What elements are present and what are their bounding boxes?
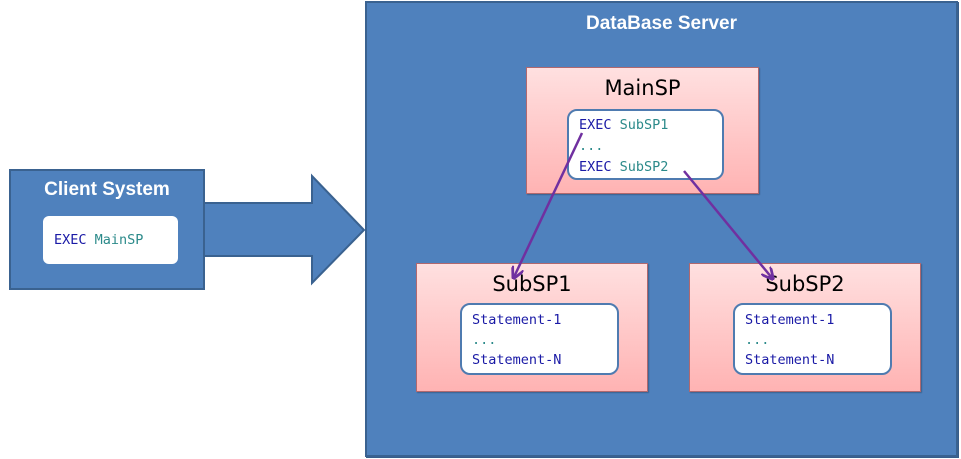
code-line-ellipsis: ... xyxy=(579,138,604,154)
statement-line: Statement-1 xyxy=(472,312,562,328)
subsp2-box: SubSP2 Statement-1 ... Statement-N xyxy=(689,263,921,392)
client-code-line: EXEC MainSP xyxy=(54,232,143,248)
subsp2-code-block: Statement-1 ... Statement-N xyxy=(733,303,892,375)
code-keyword: EXEC xyxy=(579,159,612,175)
subsp1-code-block: Statement-1 ... Statement-N xyxy=(460,303,619,375)
statement-line: Statement-N xyxy=(745,352,835,368)
client-system-box: Client System EXEC MainSP xyxy=(9,169,205,290)
main-sp-code-block: EXEC SubSP1 ... EXEC SubSP2 xyxy=(567,109,724,180)
client-code-block: EXEC MainSP xyxy=(43,216,178,264)
code-line-exec-subsp1: EXEC SubSP1 xyxy=(579,115,712,136)
subsp1-title: SubSP1 xyxy=(492,272,572,296)
statement-line: Statement-N xyxy=(472,352,562,368)
code-line-exec-subsp2: EXEC SubSP2 xyxy=(579,157,712,178)
client-to-server-block-arrow xyxy=(203,173,366,286)
database-server-container: DataBase Server MainSP EXEC SubSP1 ... E… xyxy=(365,1,958,457)
database-server-title: DataBase Server xyxy=(585,13,738,34)
statement-ellipsis: ... xyxy=(745,332,770,348)
code-keyword: EXEC xyxy=(54,232,87,248)
main-sp-box: MainSP EXEC SubSP1 ... EXEC SubSP2 xyxy=(526,67,759,194)
main-sp-title: MainSP xyxy=(604,76,681,100)
code-identifier: SubSP2 xyxy=(619,159,669,175)
subsp1-box: SubSP1 Statement-1 ... Statement-N xyxy=(416,263,648,392)
code-identifier: SubSP1 xyxy=(619,117,669,133)
code-identifier: MainSP xyxy=(94,232,144,248)
client-system-title: Client System xyxy=(44,179,170,200)
code-keyword: EXEC xyxy=(579,117,612,133)
subsp2-title: SubSP2 xyxy=(765,272,845,296)
statement-line: Statement-1 xyxy=(745,312,835,328)
statement-ellipsis: ... xyxy=(472,332,497,348)
